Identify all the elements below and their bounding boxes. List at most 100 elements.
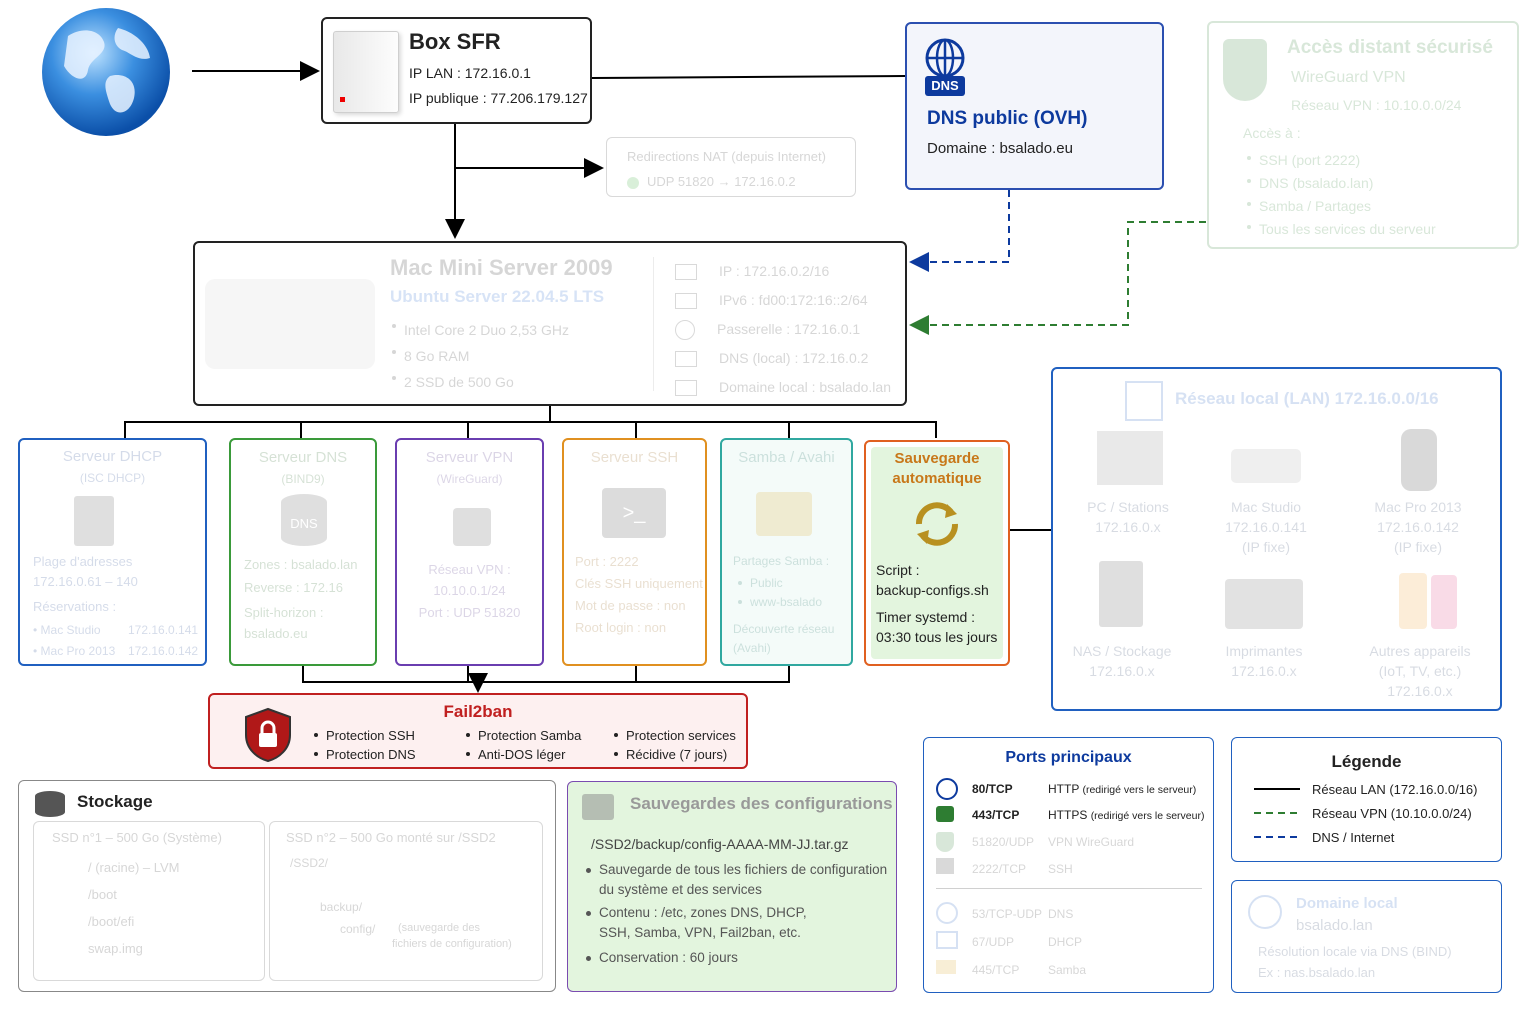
shield-icon: [936, 832, 954, 852]
desktop-icon: [1097, 431, 1163, 485]
lan-title: Réseau local (LAN) 172.16.0.0/16: [1175, 389, 1439, 408]
port-row-2-desc: VPN WireGuard: [1048, 835, 1135, 849]
dns-srv-sub: (BIND9): [281, 472, 325, 486]
local-domain-box: Domaine local bsalado.lan Résolution loc…: [1231, 880, 1502, 993]
dhcp-res-label: Réservations :: [33, 599, 117, 614]
mac-pro-icon: [1401, 429, 1437, 491]
ssh-srv-title: Serveur SSH: [590, 449, 679, 466]
network-icon: [675, 351, 697, 368]
dhcp-server-box[interactable]: Serveur DHCP (ISC DHCP) Plage d'adresses…: [18, 438, 207, 666]
ssd1-item-3: swap.img: [88, 941, 143, 956]
vpn-server-box[interactable]: Serveur VPN (WireGuard) Réseau VPN : 10.…: [395, 438, 544, 666]
box-sfr-node[interactable]: Box SFR IP LAN : 172.16.0.1 IP publique …: [321, 17, 592, 124]
ssd1-item-0: / (racine) – LVM: [88, 860, 180, 875]
lan-item-5-name: Autres appareils: [1369, 643, 1471, 659]
ssh-srv-line-3: Root login : non: [575, 620, 667, 635]
dns-public-title: DNS public (OVH): [927, 108, 1088, 129]
shield-lock-icon: [243, 707, 293, 768]
config-saves-path: /SSD2/backup/config-AAAA-MM-JJ.tar.gz: [591, 836, 849, 852]
legend-vpn: Réseau VPN (10.10.0.0/24): [1312, 806, 1472, 821]
dhcp-range-label: Plage d'adresses: [33, 554, 133, 569]
dns-srv-title: Serveur DNS: [258, 449, 348, 466]
config-saves-title: Sauvegardes des configurations: [630, 794, 893, 813]
dns-public-domain: Domaine : bsalado.eu: [927, 140, 1073, 157]
lan-item-1-name: Mac Studio: [1230, 499, 1302, 515]
dhcp-res-1: • Mac Pro 2013: [33, 644, 116, 658]
backup-timer: 03:30 tous les jours: [876, 629, 998, 645]
mac-mini-icon: [205, 279, 375, 369]
server-icon: [74, 496, 114, 546]
samba-title: Samba / Avahi: [738, 449, 835, 466]
box-sfr-ip-public: IP publique : 77.206.179.127: [409, 90, 588, 106]
config-saves-b2b: SSH, Samba, VPN, Fail2ban, etc.: [599, 925, 801, 940]
database-icon: DNS: [281, 494, 327, 546]
port-row-1-port: 443/TCP: [972, 808, 1020, 822]
internet-globe-icon: [38, 6, 174, 138]
backup-box[interactable]: Sauvegarde automatique Script : backup-c…: [864, 440, 1010, 666]
dns-to-mac-line: [909, 190, 1010, 272]
port-row-0-port: 80/TCP: [972, 782, 1013, 796]
ports-box[interactable]: Ports principaux 80/TCP HTTP (redirigé v…: [923, 737, 1214, 993]
vpn-srv-port: Port : UDP 51820: [418, 605, 521, 620]
ssd2-note-1: (sauvegarde des: [398, 922, 480, 934]
box-sfr-title: Box SFR: [409, 29, 501, 54]
config-saves-box[interactable]: Sauvegardes des configurations /SSD2/bac…: [567, 781, 897, 992]
lan-item-5-l2: 172.16.0.x: [1387, 683, 1453, 699]
dhcp-title: Serveur DHCP: [62, 448, 163, 465]
port-row-2-port: 51820/UDP: [972, 835, 1035, 849]
mac-mini-server-node[interactable]: Mac Mini Server 2009 Ubuntu Server 22.04…: [193, 241, 907, 406]
ssh-server-box[interactable]: Serveur SSH >_ Port : 2222 Clés SSH uniq…: [562, 438, 707, 666]
remote-access-label: Accès à :: [1243, 125, 1301, 141]
dhcp-res-1-ip: 172.16.0.142: [128, 644, 199, 658]
ssd2-note-2: fichiers de configuration): [392, 938, 512, 950]
phone-icon: [1431, 575, 1457, 629]
globe-icon: [675, 320, 695, 341]
padlock-icon: [936, 806, 954, 822]
ports-title: Ports principaux: [1005, 749, 1132, 766]
mac-studio-icon: [1231, 449, 1301, 483]
legend-lan: Réseau LAN (172.16.0.0/16): [1312, 782, 1478, 797]
port-row-5-desc: DHCP: [1048, 935, 1083, 949]
dns-server-box[interactable]: Serveur DNS (BIND9) DNS Zones : bsalado.…: [229, 438, 377, 666]
local-domain-name: bsalado.lan: [1296, 917, 1373, 934]
archive-folder-icon: [582, 794, 614, 820]
port-row-1-desc: HTTPS (redirigé vers le serveur): [1048, 808, 1205, 822]
terminal-icon: >_: [602, 488, 666, 538]
lan-item-1-l2: (IP fixe): [1242, 539, 1290, 555]
dns-srv-split-val: bsalado.eu: [244, 626, 308, 641]
terminal-icon: [936, 858, 954, 874]
local-domain-desc: Résolution locale via DNS (BIND): [1258, 944, 1452, 959]
lan-item-3-l1: 172.16.0.x: [1089, 663, 1155, 679]
ssd2-config: config/: [340, 922, 376, 936]
mac-mini-os: Ubuntu Server 22.04.5 LTS: [390, 287, 605, 306]
nas-icon: [1099, 561, 1143, 627]
lan-item-5-l1: (IoT, TV, etc.): [1378, 663, 1462, 679]
vpn-srv-title: Serveur VPN: [425, 449, 514, 466]
lan-item-0-name: PC / Stations: [1087, 499, 1169, 515]
local-domain-title: Domaine local: [1296, 895, 1398, 912]
lan-item-1-l1: 172.16.0.141: [1225, 519, 1307, 535]
services-to-fail2ban-bus: [302, 666, 790, 683]
router-icon: [333, 31, 399, 113]
storage-box[interactable]: Stockage SSD n°1 – 500 Go (Système) / (r…: [18, 780, 556, 992]
monitor-icon: [936, 931, 958, 949]
port-row-6-desc: Samba: [1048, 963, 1087, 977]
database-icon: [936, 902, 958, 924]
lan-box[interactable]: Réseau local (LAN) 172.16.0.0/16 PC / St…: [1051, 367, 1502, 711]
legend-dns: DNS / Internet: [1312, 830, 1395, 845]
sync-icon: [911, 498, 963, 555]
dns-public-node[interactable]: DNS DNS public (OVH) Domaine : bsalado.e…: [905, 22, 1164, 190]
vpn-to-mac-line: [909, 221, 1206, 335]
vpn-srv-net-val: 10.10.0.1/24: [433, 583, 506, 598]
fail2ban-title: Fail2ban: [443, 702, 513, 721]
remote-vpn: WireGuard VPN: [1291, 69, 1406, 86]
lan-item-4-l1: 172.16.0.x: [1231, 663, 1297, 679]
ssd1-item-1: /boot: [88, 887, 117, 902]
ssd2-title: SSD n°2 – 500 Go monté sur /SSD2: [286, 830, 496, 845]
